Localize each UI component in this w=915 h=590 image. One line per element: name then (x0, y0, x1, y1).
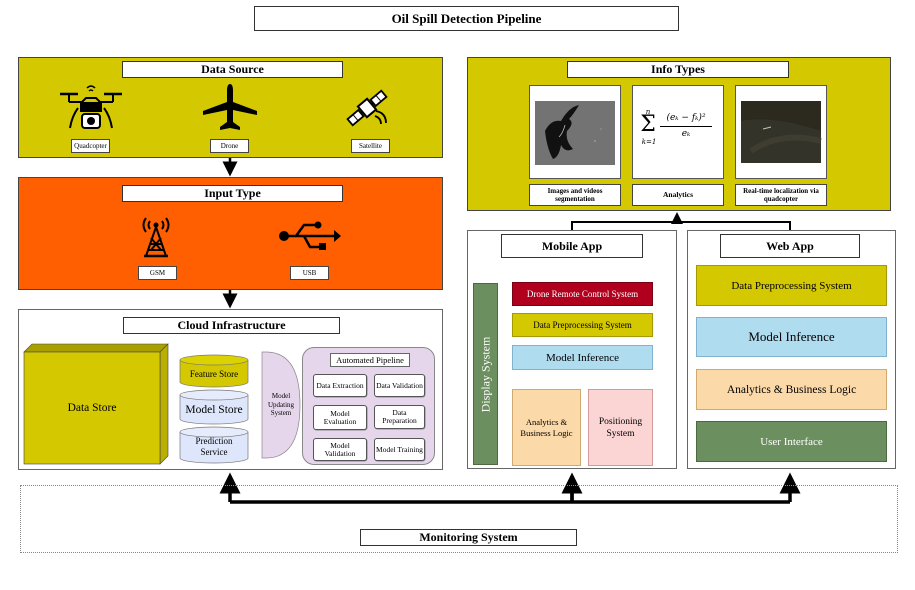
pipeline-model-evaluation: Model Evaluation (313, 405, 367, 430)
sum-lower-limit: k=1 (641, 138, 657, 146)
usb-icon (279, 221, 341, 250)
localization-label: Real-time localization via quadcopter (735, 184, 827, 206)
data-store-box (23, 343, 169, 465)
web-model-inference: Model Inference (696, 317, 887, 357)
quadcopter-icon (60, 85, 122, 129)
info-types-title: Info Types (567, 61, 789, 78)
pipeline-data-preparation: Data Preparation (374, 405, 425, 429)
mobile-data-preprocessing: Data Preprocessing System (512, 313, 653, 337)
web-user-interface: User Interface (696, 421, 887, 462)
model-store-label: Model Store (185, 404, 243, 416)
pipeline-model-training: Model Training (374, 438, 425, 461)
drone-remote-control: Drone Remote Control System (512, 282, 653, 306)
segmentation-image (535, 101, 615, 165)
mobile-app-title: Mobile App (501, 234, 643, 258)
gsm-label: GSM (138, 266, 177, 280)
monitoring-system-panel (20, 485, 898, 553)
display-system-label: Display System (478, 336, 493, 412)
analytics-formula-card (632, 85, 724, 179)
pipeline-model-validation: Model Validation (313, 438, 367, 461)
pipeline-data-validation: Data Validation (374, 374, 425, 397)
prediction-service-cylinder (179, 426, 249, 464)
mobile-positioning-system: Positioning System (588, 389, 653, 466)
satellite-icon (346, 89, 388, 127)
analytics-formula: n Σ k=1 (eₖ − fₖ)² eₖ (636, 108, 722, 154)
data-store-label: Data Store (67, 402, 117, 414)
display-system-bar: Display System (473, 283, 498, 465)
web-analytics-business-logic: Analytics & Business Logic (696, 369, 887, 410)
input-type-title: Input Type (122, 185, 343, 202)
sum-symbol: Σ (640, 111, 656, 137)
data-source-title: Data Source (122, 61, 343, 78)
fraction-bar (660, 126, 712, 127)
model-updating-label: Model Updating System (267, 392, 295, 418)
antenna-tower-icon (142, 217, 170, 258)
quadcopter-label: Quadcopter (71, 139, 110, 153)
diagram-title: Oil Spill Detection Pipeline (254, 6, 679, 31)
cloud-infrastructure-title: Cloud Infrastructure (123, 317, 340, 334)
model-store-cylinder (179, 389, 249, 425)
prediction-service-label: Prediction Service (195, 436, 233, 457)
usb-label: USB (290, 266, 329, 280)
feature-store-label: Feature Store (189, 369, 239, 379)
segmentation-label: Images and videos segmentation (529, 184, 621, 206)
airplane-icon (203, 84, 257, 130)
formula-denominator: eₖ (681, 129, 691, 139)
pipeline-data-extraction: Data Extraction (313, 374, 367, 397)
model-updating-shape (261, 351, 301, 459)
automated-pipeline-title: Automated Pipeline (330, 353, 410, 367)
sum-upper-limit: n (645, 108, 651, 116)
feature-store-cylinder (179, 354, 249, 388)
drone-label: Drone (210, 139, 249, 153)
web-app-title: Web App (720, 234, 860, 258)
web-data-preprocessing: Data Preprocessing System (696, 265, 887, 306)
mobile-analytics-business-logic: Analytics & Business Logic (512, 389, 581, 466)
mobile-model-inference: Model Inference (512, 345, 653, 370)
satellite-label: Satellite (351, 139, 390, 153)
formula-numerator: (eₖ − fₖ)² (666, 113, 706, 123)
localization-image (741, 101, 822, 163)
analytics-label: Analytics (632, 184, 724, 206)
monitoring-system-title: Monitoring System (360, 529, 577, 546)
